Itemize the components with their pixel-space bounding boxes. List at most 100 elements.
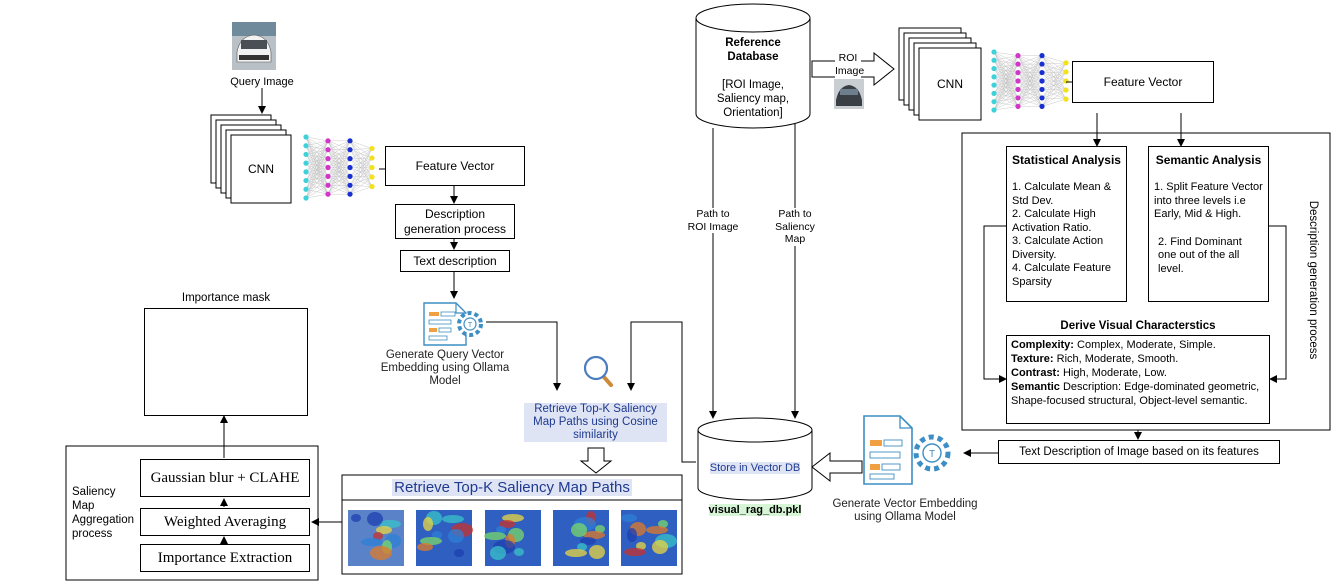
weighted-averaging-box: Weighted Averaging <box>140 508 310 536</box>
generate-embedding-label: Generate Vector Embedding using Ollama M… <box>832 498 978 523</box>
nn-node <box>303 177 309 184</box>
nn-edge <box>1041 62 1067 90</box>
nn-node <box>991 82 997 88</box>
nn-edge <box>305 176 329 199</box>
nn-node <box>1015 78 1021 84</box>
nn-node <box>991 107 997 113</box>
nn-edge <box>1041 62 1067 82</box>
nn-edge <box>1017 89 1043 107</box>
heatmap-blob <box>367 512 383 526</box>
query-image-label: Query Image <box>230 76 294 88</box>
heatmap-blob <box>499 520 515 528</box>
nn-edge <box>1041 80 1067 90</box>
nn-node <box>369 183 375 190</box>
stat-item: 2. Calculate High Activation Ratio. <box>1012 208 1096 234</box>
nn-node <box>1015 103 1021 109</box>
nn-edge <box>1041 55 1067 64</box>
side-label-wrap: Description generation process <box>1303 180 1323 380</box>
nn-edge <box>1041 55 1067 100</box>
heatmap-blob <box>502 514 524 522</box>
nn-edge <box>1017 80 1043 107</box>
nn-node <box>369 145 375 152</box>
nn-node <box>991 65 997 72</box>
nn-edge <box>349 140 373 168</box>
arrow-sem-to-derive <box>1268 225 1287 383</box>
nn-edge <box>1041 63 1067 82</box>
nn-node <box>1039 78 1045 84</box>
nn-node <box>1039 95 1045 101</box>
reference-database-cylinder <box>695 3 811 129</box>
nn-edge <box>1041 62 1067 107</box>
nn-edge <box>1041 89 1067 100</box>
nn-node <box>347 164 353 171</box>
nn-edge <box>349 148 373 186</box>
nn-edge <box>349 158 373 178</box>
heatmap-blob <box>595 525 605 533</box>
nn-edge <box>1041 62 1067 99</box>
nn-edge <box>327 140 351 159</box>
nn-node <box>347 182 353 188</box>
nn-edge <box>349 167 373 178</box>
nn-edge <box>993 55 1019 102</box>
store-db-wrap: Store in Vector DB <box>698 460 812 476</box>
nn-edge <box>1041 89 1067 91</box>
nn-node <box>1063 69 1069 75</box>
nn-edge <box>1041 72 1067 100</box>
nn-edge <box>349 148 373 195</box>
nn-node <box>303 151 309 158</box>
stat-item: 3. Calculate Action Diversity. <box>1012 235 1104 261</box>
nn-edge <box>1017 55 1043 65</box>
nn-node <box>347 191 353 197</box>
nn-edge <box>327 158 351 195</box>
nn-edge <box>993 55 1019 69</box>
stat-item: 1. Calculate Mean & Std Dev. <box>1012 181 1112 207</box>
arrow-stat-to-derive <box>983 225 1007 383</box>
nn-node <box>347 156 353 162</box>
stat-item: 4. Calculate Feature Sparsity <box>1012 262 1112 288</box>
nn-node <box>1039 69 1045 76</box>
nn-edge <box>305 140 329 199</box>
statistical-analysis-box: Statistical Analysis 1. Calculate Mean &… <box>1006 146 1127 302</box>
nn-edge <box>1041 62 1067 73</box>
path-saliency-label: Path to Saliency Map <box>768 208 822 246</box>
text-description-box: Text description <box>400 250 510 272</box>
importance-mask-box <box>144 308 308 416</box>
nn-node <box>1039 103 1045 109</box>
right-neural-network-icon <box>991 49 1069 113</box>
derive-semantic: Semantic Description: Edge-dominated geo… <box>1011 381 1260 407</box>
nn-edge <box>1041 71 1067 73</box>
nn-edge <box>349 140 373 159</box>
nn-node <box>991 90 997 97</box>
importance-extraction-box: Importance Extraction <box>140 544 310 572</box>
nn-edge <box>349 185 373 187</box>
arrow-embed-to-retrieve <box>486 321 561 391</box>
nn-edge <box>327 140 351 150</box>
nn-edge <box>349 149 373 187</box>
nn-edge <box>349 149 373 159</box>
nn-node <box>1015 61 1021 67</box>
nn-edge <box>1041 63 1067 73</box>
nn-edge <box>327 140 351 168</box>
nn-node <box>303 169 309 175</box>
nn-edge <box>993 97 1019 111</box>
nn-edge <box>993 55 1019 94</box>
nn-edge <box>305 185 329 199</box>
nn-edge <box>305 140 329 172</box>
semantic-title: Semantic Analysis <box>1155 153 1262 167</box>
nn-edge <box>349 176 373 187</box>
nn-node <box>1039 53 1045 59</box>
left-feature-vector-box: Feature Vector <box>385 146 525 186</box>
store-vector-db-label: Store in Vector DB <box>709 462 801 474</box>
nn-node <box>991 57 997 63</box>
nn-edge <box>993 55 1019 111</box>
arrow-db-to-retrieve <box>627 321 696 463</box>
heatmap-blob <box>490 546 506 560</box>
heatmap-blob <box>496 526 506 534</box>
heatmap-blob <box>583 531 605 539</box>
query-car-image <box>232 22 276 70</box>
derive-contrast: Contrast: High, Moderate, Low. <box>1011 367 1167 379</box>
nn-edge <box>1017 63 1043 107</box>
heatmap-blob <box>448 529 464 543</box>
nn-edge <box>327 140 351 177</box>
heatmap-blob <box>420 537 442 545</box>
